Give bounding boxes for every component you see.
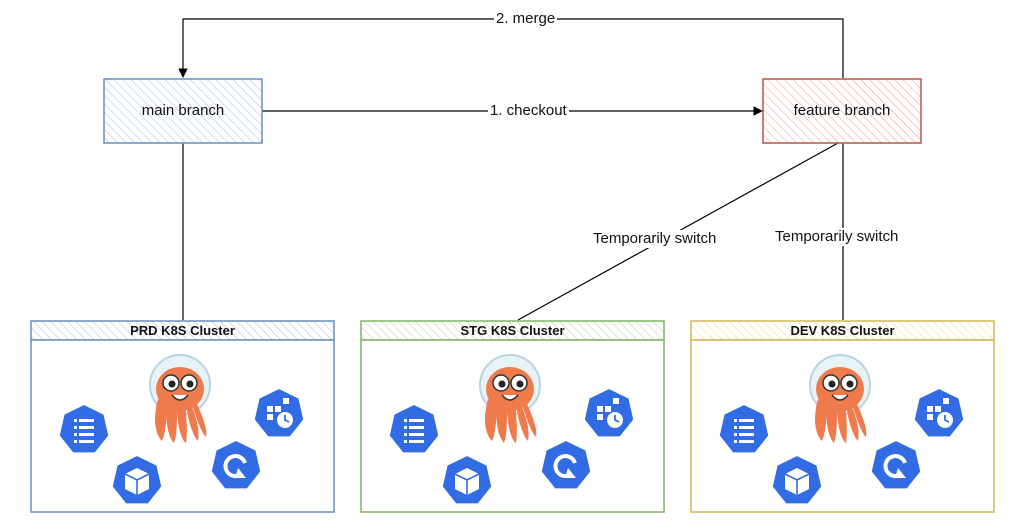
cluster-prd-title: PRD K8S Cluster (130, 323, 235, 338)
edge-label-checkout: 1. checkout (488, 102, 569, 120)
cluster-stg-title: STG K8S Cluster (460, 323, 565, 338)
edge-label-switch-dev: Temporarily switch (773, 228, 901, 246)
edge-label-merge: 2. merge (494, 10, 558, 28)
main-branch-label: main branch (141, 102, 225, 119)
main-branch-node[interactable] (103, 78, 263, 144)
feature-branch-node[interactable] (762, 78, 922, 144)
cluster-dev-title: DEV K8S Cluster (790, 323, 895, 338)
edge-lines (178, 18, 844, 321)
feature-branch-label: feature branch (793, 102, 891, 119)
edge-label-switch-stg: Temporarily switch (591, 230, 719, 248)
